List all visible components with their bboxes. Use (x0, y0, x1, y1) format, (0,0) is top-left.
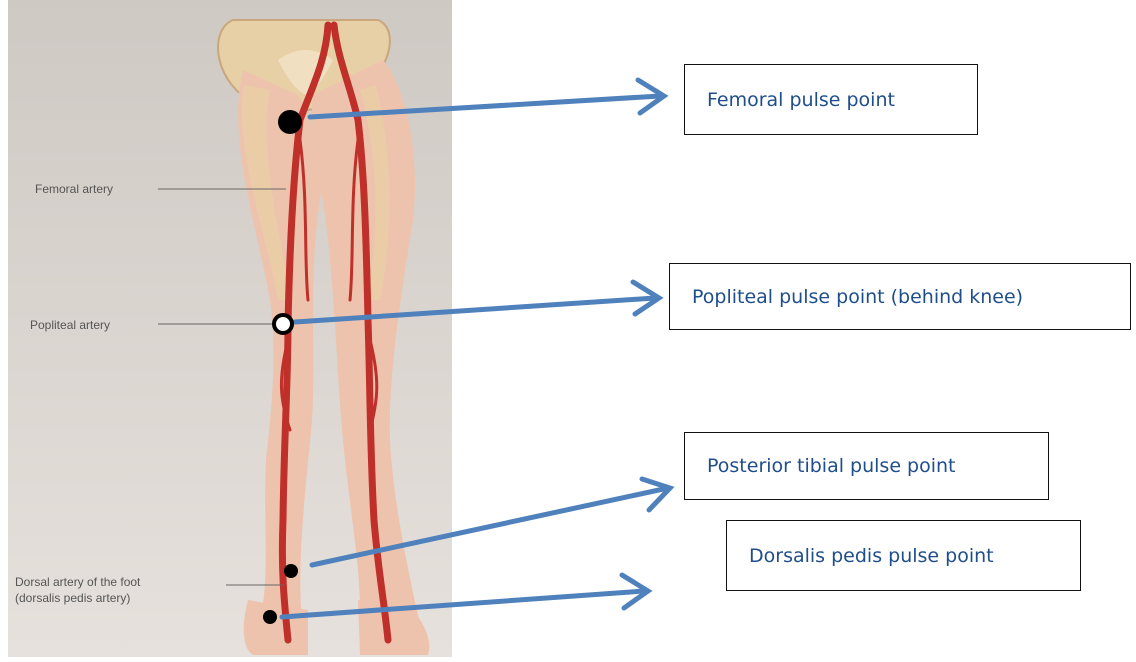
popliteal-arrow (295, 298, 655, 322)
femoral-callout: Femoral pulse point (684, 64, 978, 135)
posterior-tibial-pulse-marker (284, 564, 298, 578)
posterior-tibial-callout: Posterior tibial pulse point (684, 432, 1049, 500)
femoral-callout-label: Femoral pulse point (707, 89, 895, 111)
popliteal-callout: Popliteal pulse point (behind knee) (669, 263, 1131, 330)
dorsalis-pedis-arrow (282, 591, 644, 617)
popliteal-callout-label: Popliteal pulse point (behind knee) (692, 286, 1023, 308)
dorsalis-pedis-callout-label: Dorsalis pedis pulse point (749, 545, 994, 567)
femoral-arrow (310, 96, 660, 117)
dorsalis-pedis-pulse-marker (263, 610, 277, 624)
popliteal-pulse-marker (274, 315, 292, 333)
femoral-pulse-marker (278, 110, 302, 134)
posterior-tibial-callout-label: Posterior tibial pulse point (707, 455, 956, 477)
dorsalis-pedis-callout: Dorsalis pedis pulse point (726, 520, 1081, 591)
posterior-tibial-arrow (312, 488, 668, 565)
